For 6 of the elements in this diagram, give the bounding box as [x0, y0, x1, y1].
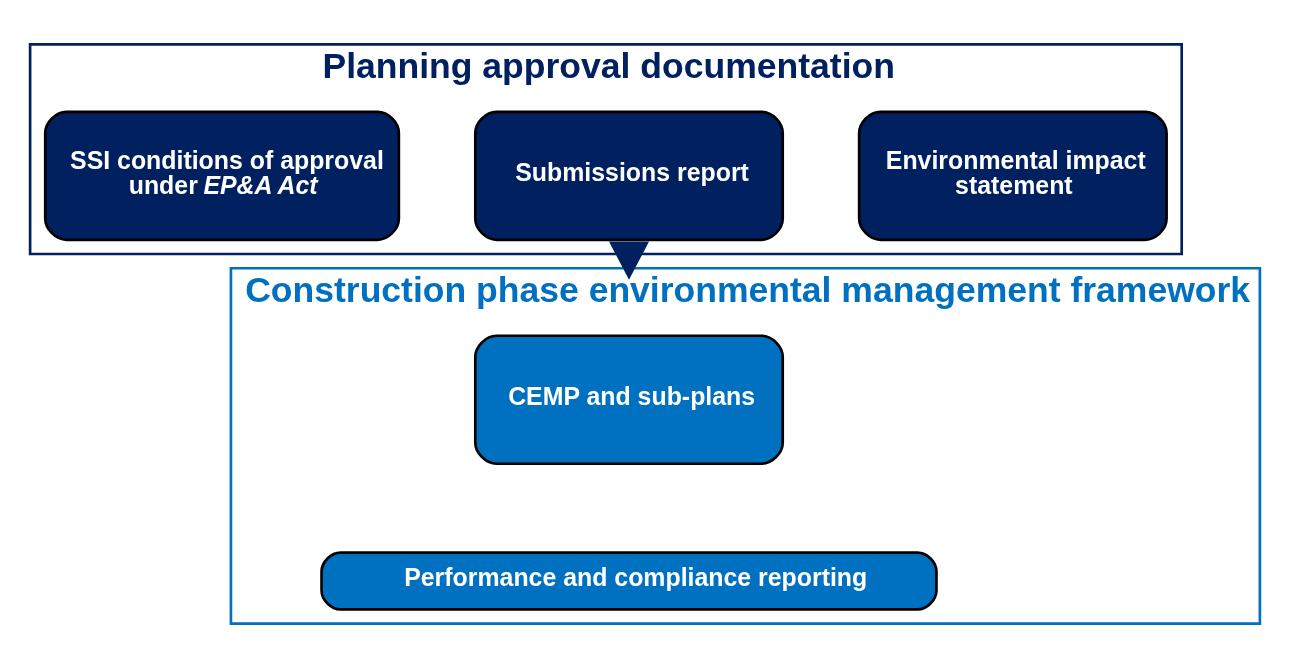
node-box: SSI conditions of approval under EP&A Act [43, 110, 401, 242]
arrow [609, 241, 649, 280]
node-box: Performance and compliance reporting [320, 551, 938, 611]
node-box: Environmental impact statement [857, 110, 1168, 242]
node-box: CEMP and sub-plans [473, 334, 785, 466]
node-box: Submissions report [473, 110, 785, 242]
